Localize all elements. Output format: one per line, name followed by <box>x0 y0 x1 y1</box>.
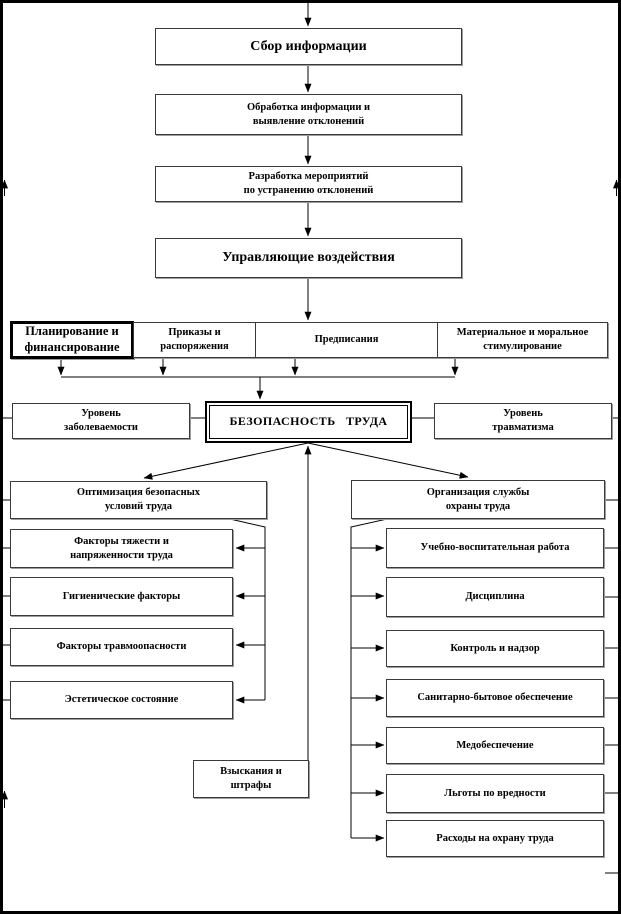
box-safety-expenses: Расходы на охрану труда <box>386 820 604 857</box>
box-develop-measures: Разработка мероприятий по устранению отк… <box>155 166 462 202</box>
border-stubs <box>3 499 618 874</box>
right-branch-rail <box>350 518 388 842</box>
box-medical-provision: Медобеспечение <box>386 727 604 764</box>
box-aesthetic-condition: Эстетическое состояние <box>10 681 233 719</box>
left-branch-rail <box>229 518 266 704</box>
box-educational-work: Учебно-воспитательная работа <box>386 528 604 568</box>
box-penalties-fines: Взыскания и штрафы <box>193 760 309 798</box>
box-material-moral-stimulation: Материальное и моральное стимулирование <box>437 322 608 358</box>
center-junction <box>143 442 469 760</box>
lever-bus <box>57 358 459 400</box>
box-process-information: Обработка информации и выявление отклоне… <box>155 94 462 135</box>
box-injury-risk-factors: Факторы травмоопасности <box>10 628 233 666</box>
box-severity-intensity-factors: Факторы тяжести и напряженности труда <box>10 529 233 568</box>
box-left-branch-header: Оптимизация безопасных условий труда <box>10 481 267 519</box>
box-discipline: Дисциплина <box>386 577 604 617</box>
box-sanitary-provision: Санитарно-бытовое обеспечение <box>386 679 604 717</box>
box-injury-level: Уровень травматизма <box>434 403 612 439</box>
box-right-branch-header: Организация службы охраны труда <box>351 480 605 519</box>
box-control-supervision: Контроль и надзор <box>386 630 604 667</box>
box-orders-directives: Приказы и распоряжения <box>133 322 256 358</box>
feedback-border-arrows <box>0 179 620 808</box>
box-hygienic-factors: Гигиенические факторы <box>10 577 233 616</box>
box-labor-safety: БЕЗОПАСНОСТЬ ТРУДА <box>205 401 412 443</box>
box-planning-financing: Планирование и финансирование <box>10 321 134 359</box>
box-hazard-benefits: Льготы по вредности <box>386 774 604 813</box>
box-control-actions: Управляющие воздействия <box>155 238 462 278</box>
box-morbidity-level: Уровень заболеваемости <box>12 403 190 439</box>
box-prescriptions: Предписания <box>255 322 438 358</box>
box-collect-information: Сбор информации <box>155 28 462 65</box>
